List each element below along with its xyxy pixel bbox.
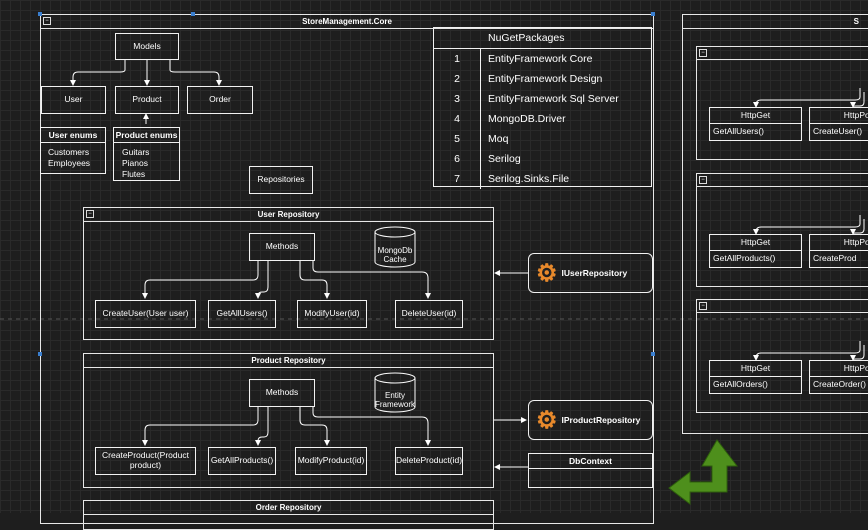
product-repository-title: Product Repository bbox=[84, 354, 493, 368]
product-enums-title: Product enums bbox=[114, 128, 179, 143]
selection-handle[interactable] bbox=[38, 352, 42, 356]
user-model-box[interactable]: User bbox=[41, 86, 106, 114]
dbcontext-box[interactable]: DbContext bbox=[528, 453, 653, 488]
entity-framework-db: Entity Framework bbox=[375, 390, 416, 409]
users-controller-frame[interactable]: − bbox=[696, 46, 868, 160]
core-title: StoreManagement.Core bbox=[41, 15, 653, 29]
get-all-products-box[interactable]: GetAllProducts() bbox=[208, 447, 276, 475]
get-all-users-box[interactable]: GetAllUsers() bbox=[208, 300, 276, 328]
httpget-label[interactable]: HttpGet bbox=[709, 360, 802, 377]
products-controller-frame[interactable]: − bbox=[696, 173, 868, 287]
delete-user-box[interactable]: DeleteUser(id) bbox=[395, 300, 463, 328]
enum-item: Flutes bbox=[122, 169, 146, 179]
orders-controller-frame[interactable]: − bbox=[696, 299, 868, 413]
collapse-icon[interactable]: − bbox=[699, 49, 707, 57]
delete-product-box[interactable]: DeleteProduct(id) bbox=[395, 447, 463, 475]
selection-handle[interactable] bbox=[651, 352, 655, 356]
api-frame-title: S bbox=[683, 15, 868, 29]
product-enums[interactable]: Product enums Guitars Pianos Flutes bbox=[113, 127, 180, 181]
repositories-box[interactable]: Repositories bbox=[249, 166, 313, 194]
enum-item: Pianos bbox=[122, 158, 148, 168]
order-model-box[interactable]: Order bbox=[187, 86, 253, 114]
get-all-orders-endpoint[interactable]: GetAllOrders() bbox=[709, 376, 802, 394]
selection-handle[interactable] bbox=[651, 12, 655, 16]
httppost-label[interactable]: HttpPos bbox=[809, 107, 868, 124]
collapse-icon[interactable]: − bbox=[43, 17, 51, 25]
gear-icon: ⚙ bbox=[536, 259, 558, 287]
user-methods-box[interactable]: Methods bbox=[249, 233, 315, 261]
mongodb-cache-db: MongoDb Cache bbox=[377, 245, 413, 264]
nuget-title: NuGetPackages bbox=[434, 28, 651, 49]
get-all-users-endpoint[interactable]: GetAllUsers() bbox=[709, 123, 802, 141]
models-box[interactable]: Models bbox=[115, 33, 179, 60]
selection-handle[interactable] bbox=[191, 12, 195, 16]
httpget-label[interactable]: HttpGet bbox=[709, 234, 802, 251]
gear-icon: ⚙ bbox=[536, 406, 558, 434]
green-arrow-icon bbox=[668, 439, 739, 506]
httppost-label[interactable]: HttpPos bbox=[809, 360, 868, 377]
modify-product-box[interactable]: ModifyProduct(id) bbox=[295, 447, 367, 475]
get-all-products-endpoint[interactable]: GetAllProducts() bbox=[709, 250, 802, 268]
create-product-endpoint[interactable]: CreateProd bbox=[809, 250, 868, 268]
collapse-icon[interactable]: − bbox=[699, 176, 707, 184]
collapse-icon[interactable]: − bbox=[86, 210, 94, 218]
create-order-endpoint[interactable]: CreateOrder() bbox=[809, 376, 868, 394]
iuserrepository-interface[interactable]: ⚙ IUserRepository bbox=[528, 253, 653, 293]
product-repository-frame[interactable]: Product Repository bbox=[83, 353, 494, 488]
product-model-box[interactable]: Product bbox=[115, 86, 179, 114]
enum-item: Employees bbox=[48, 158, 91, 168]
api-frame[interactable]: S bbox=[682, 14, 868, 434]
order-repository-frame[interactable]: Order Repository bbox=[83, 500, 494, 530]
iproductrepository-label: IProductRepository bbox=[561, 415, 641, 425]
user-enums-title: User enums bbox=[41, 128, 105, 143]
modify-user-box[interactable]: ModifyUser(id) bbox=[297, 300, 367, 328]
create-product-box[interactable]: CreateProduct(Product product) bbox=[95, 447, 196, 475]
selection-handle[interactable] bbox=[38, 12, 42, 16]
dbcontext-label: DbContext bbox=[529, 454, 652, 469]
user-repository-frame[interactable]: User Repository − bbox=[83, 207, 494, 340]
iuserrepository-label: IUserRepository bbox=[561, 268, 628, 278]
connectors bbox=[0, 60, 868, 506]
httppost-label[interactable]: HttpPos bbox=[809, 234, 868, 251]
enum-item: Guitars bbox=[122, 147, 150, 157]
httpget-label[interactable]: HttpGet bbox=[709, 107, 802, 124]
enum-item: Customers bbox=[48, 147, 90, 157]
product-methods-box[interactable]: Methods bbox=[249, 379, 315, 407]
user-repository-title: User Repository bbox=[84, 208, 493, 222]
collapse-icon[interactable]: − bbox=[699, 302, 707, 310]
create-user-box[interactable]: CreateUser(User user) bbox=[95, 300, 196, 328]
create-user-endpoint[interactable]: CreateUser() bbox=[809, 123, 868, 141]
user-enums[interactable]: User enums Customers Employees bbox=[40, 127, 106, 174]
iproductrepository-interface[interactable]: ⚙ IProductRepository bbox=[528, 400, 653, 440]
